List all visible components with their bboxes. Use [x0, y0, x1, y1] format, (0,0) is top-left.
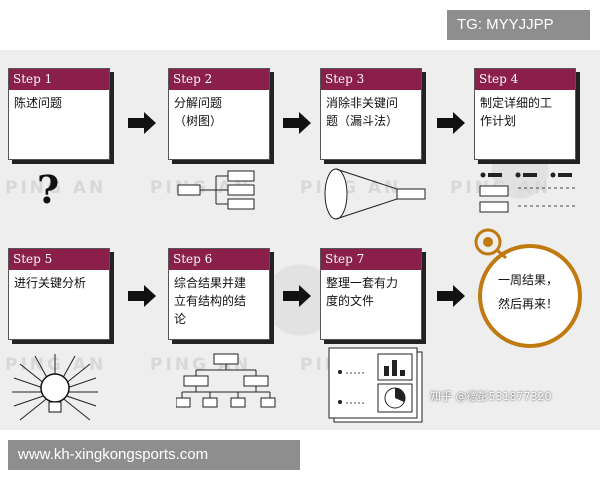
step-2-box: Step 2 分解问题 （树图）	[168, 68, 270, 160]
step-1-text: 陈述问题	[14, 96, 63, 110]
right-arrow-icon	[437, 285, 465, 307]
right-arrow-icon	[283, 112, 311, 134]
right-arrow-icon	[283, 285, 311, 307]
tg-badge: TG: MYYJJPP	[447, 10, 590, 40]
step-1-label: Step 1	[9, 69, 109, 90]
funnel-icon	[324, 168, 426, 220]
structure-tree-icon	[176, 353, 276, 408]
watermark-text: PING AN	[5, 178, 107, 198]
right-arrow-icon	[437, 112, 465, 134]
step-4-box: Step 4 制定详细的工 作计划	[474, 68, 576, 160]
step-4-label: Step 4	[475, 69, 575, 90]
step-2-text: 分解问题 （树图）	[174, 96, 223, 128]
step-5-label: Step 5	[9, 249, 109, 270]
step-6-label: Step 6	[169, 249, 269, 270]
step-5-text: 进行关键分析	[14, 276, 87, 290]
watermark-text: PING AN	[5, 355, 107, 375]
tree-diagram-icon	[177, 170, 255, 210]
step-4-text: 制定详细的工 作计划	[480, 96, 553, 128]
step-5-box: Step 5 进行关键分析	[8, 248, 110, 340]
step-3-box: Step 3 消除非关键问 题（漏斗法）	[320, 68, 422, 160]
step-7-box: Step 7 整理一套有力 度的文件	[320, 248, 422, 340]
work-plan-icon	[479, 172, 576, 213]
right-arrow-icon	[128, 112, 156, 134]
credit-watermark: 知乎 @德彭531877320	[430, 390, 552, 403]
right-arrow-icon	[128, 285, 156, 307]
step-7-label: Step 7	[321, 249, 421, 270]
final-result-circle	[474, 228, 582, 348]
step-7-text: 整理一套有力 度的文件	[326, 276, 399, 308]
step-1-box: Step 1 陈述问题	[8, 68, 110, 160]
step-2-label: Step 2	[169, 69, 269, 90]
footer-url[interactable]: www.kh-xingkongsports.com	[8, 440, 300, 470]
step-3-text: 消除非关键问 题（漏斗法）	[326, 96, 399, 128]
question-mark-icon: ?	[37, 167, 60, 212]
step-6-text: 综合结果并建 立有结构的结 论	[174, 276, 247, 326]
document-icon	[328, 347, 423, 423]
lightbulb-icon	[12, 354, 98, 421]
step-3-label: Step 3	[321, 69, 421, 90]
step-6-box: Step 6 综合结果并建 立有结构的结 论	[168, 248, 270, 340]
final-result-text: 一周结果， 然后再来！	[497, 273, 558, 311]
